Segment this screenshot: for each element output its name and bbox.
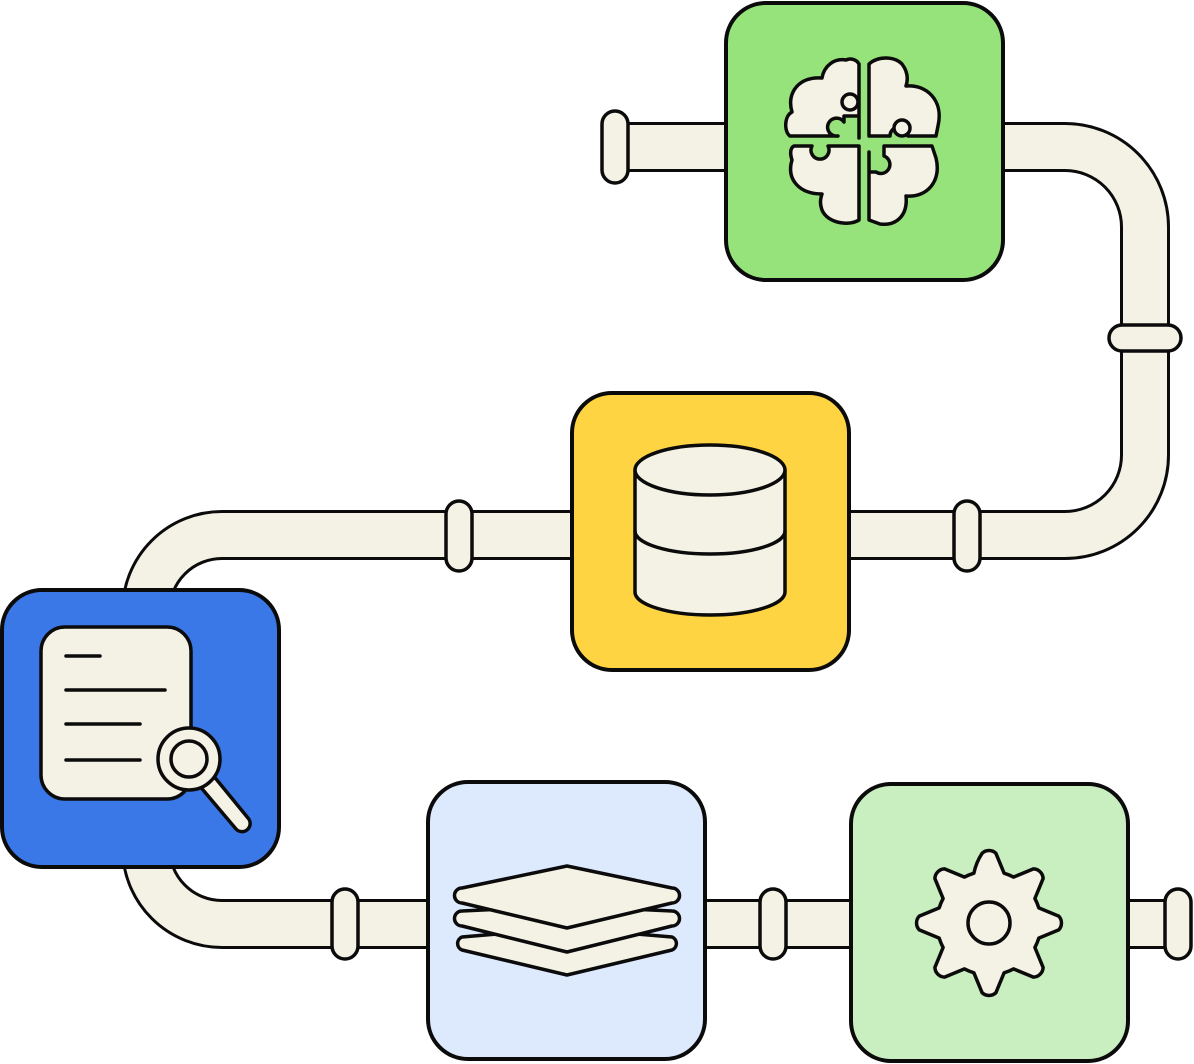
pipe-coupling-bottom-left: [330, 887, 360, 961]
pipe-coupling-middle-right: [952, 499, 982, 573]
node-database: [570, 391, 851, 672]
pipe-coupling-bottom-mid: [758, 887, 788, 961]
node-knowledge: [724, 1, 1005, 282]
pipe-coupling-middle-left: [444, 499, 474, 573]
database-icon: [633, 443, 787, 617]
node-document: [0, 588, 281, 869]
pipe-end-cap-top: [600, 109, 630, 185]
pipe-end-cap-bottom: [1163, 887, 1193, 961]
node-settings: [849, 782, 1130, 1063]
knowledge-box: [724, 1, 1005, 282]
node-layers: [426, 780, 707, 1061]
gear-icon: [914, 848, 1064, 998]
document-search-icon: [39, 625, 252, 834]
brain-puzzle-icon: [784, 56, 941, 226]
layers-icon: [452, 864, 682, 977]
pipe-coupling-right: [1107, 323, 1183, 353]
pipe-couplings: [330, 109, 1193, 961]
